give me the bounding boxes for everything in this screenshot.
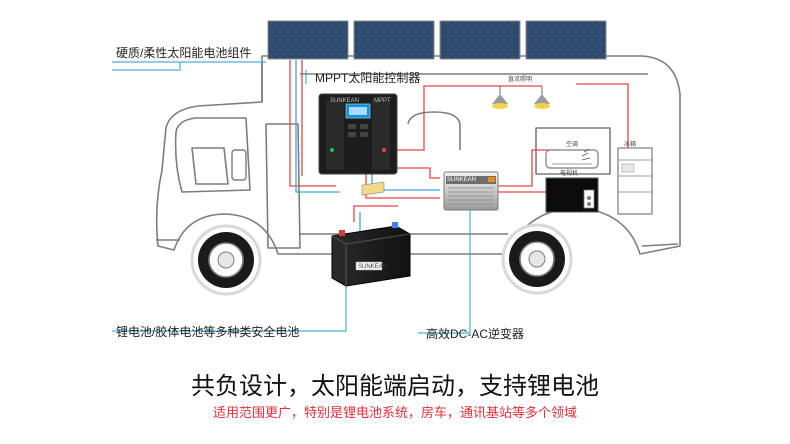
battery-brand-text: SUNKEAN [358, 264, 388, 270]
solar-panel [353, 20, 435, 60]
front-wheel [190, 224, 262, 296]
controller-brand-text: SUNKEAN [330, 98, 360, 104]
television [545, 177, 599, 213]
label-ac-unit: 空调 [566, 142, 579, 148]
solar-panel [439, 20, 521, 60]
headline-subtitle: 适用范围更广，特别是锂电池系统，房车，通讯基站等多个领域 [212, 405, 577, 420]
solar-panel [267, 20, 349, 60]
ceiling-light [492, 86, 508, 109]
label-mppt-controller: MPPT太阳能控制器 [315, 71, 421, 85]
label-inverter: 高效DC-AC逆变器 [426, 327, 524, 341]
solar-panel [525, 20, 607, 60]
rv-outline [155, 55, 681, 255]
ceiling-lights [492, 86, 550, 109]
refrigerator [617, 147, 653, 215]
side-mirror [231, 149, 247, 181]
label-fridge: 冰箱 [624, 142, 637, 148]
label-solar-panels: 硬质/柔性太阳能电池组件 [116, 46, 252, 60]
controller-model-text: MPPT [374, 98, 391, 104]
battery [331, 181, 411, 287]
label-dc-lights: 直流照明 [508, 77, 533, 83]
air-conditioner [545, 148, 599, 169]
mppt-controller [318, 93, 398, 175]
rear-wheel [501, 223, 573, 295]
solar-panel-array [267, 20, 607, 60]
ceiling-light [534, 86, 550, 109]
headline-title: 共负设计，太阳能端启动，支持锂电池 [191, 373, 599, 400]
inverter-brand-text: SUNKEAN [447, 177, 477, 183]
label-battery: 锂电池/胶体电池等多种类安全电池 [116, 325, 300, 339]
dc-ac-inverter [443, 171, 499, 211]
label-tv: 电视机 [560, 171, 579, 177]
leader-lines [112, 61, 471, 334]
